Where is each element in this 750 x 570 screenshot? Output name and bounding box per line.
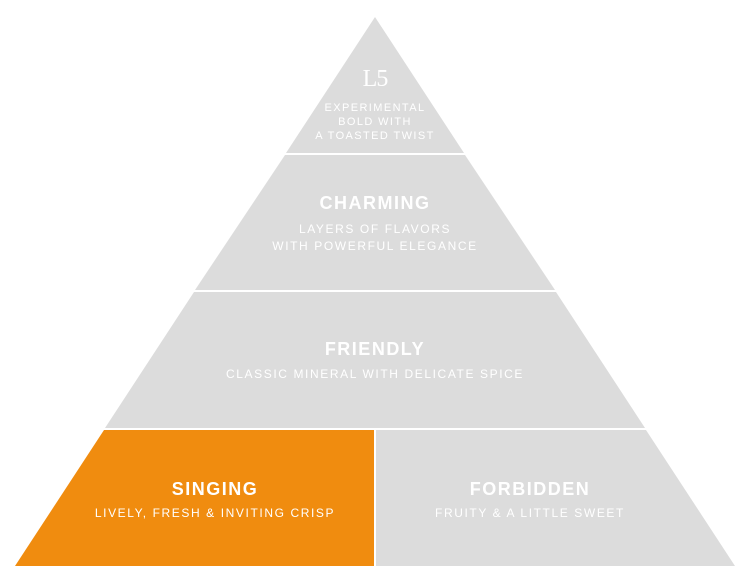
tier-singing-shape: [15, 430, 374, 566]
charming-title: CHARMING: [319, 193, 431, 213]
top-line-3: A TOASTED TWIST: [315, 130, 435, 142]
charming-line-2: WITH POWERFUL ELEGANCE: [272, 239, 478, 253]
charming-line-1: LAYERS OF FLAVORS: [298, 222, 452, 236]
tier-top-shape: [286, 17, 464, 153]
brand-logo: L5: [362, 66, 389, 92]
top-line-1: EXPERIMENTAL: [324, 102, 426, 114]
top-description: EXPERIMENTAL BOLD WITH A TOASTED TWIST: [300, 101, 450, 143]
tier-forbidden-shape: [376, 430, 735, 566]
forbidden-description: FRUITY & A LITTLE SWEET: [435, 506, 625, 520]
forbidden-title: FORBIDDEN: [469, 479, 591, 499]
charming-description: LAYERS OF FLAVORS WITH POWERFUL ELEGANCE: [225, 221, 525, 255]
singing-description: LIVELY, FRESH & INVITING CRISP: [94, 506, 336, 520]
tier-friendly-shape: [105, 292, 645, 428]
singing-title: SINGING: [171, 479, 259, 499]
friendly-description: CLASSIC MINERAL WITH DELICATE SPICE: [225, 367, 525, 381]
friendly-title: FRIENDLY: [324, 339, 426, 359]
top-line-2: BOLD WITH: [338, 116, 412, 128]
tier-charming-shape: [195, 155, 555, 290]
